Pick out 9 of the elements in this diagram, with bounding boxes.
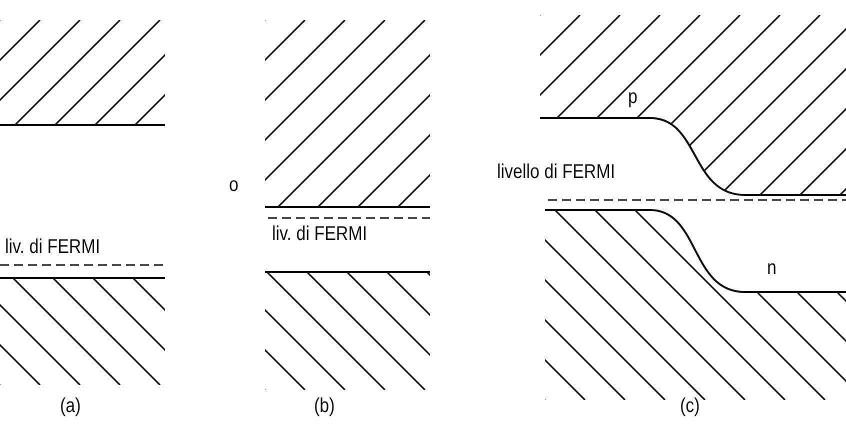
text-label: (c) <box>680 396 700 416</box>
text-label: (b) <box>314 396 335 416</box>
text-label: (a) <box>60 396 81 416</box>
text-label: o <box>229 175 238 195</box>
text-label: livello di FERMI <box>497 162 616 182</box>
text-label: liv. di FERMI <box>272 224 368 244</box>
text-label: n <box>767 258 776 278</box>
text-label: liv. di FERMI <box>5 237 100 257</box>
text-label: p <box>628 87 638 107</box>
